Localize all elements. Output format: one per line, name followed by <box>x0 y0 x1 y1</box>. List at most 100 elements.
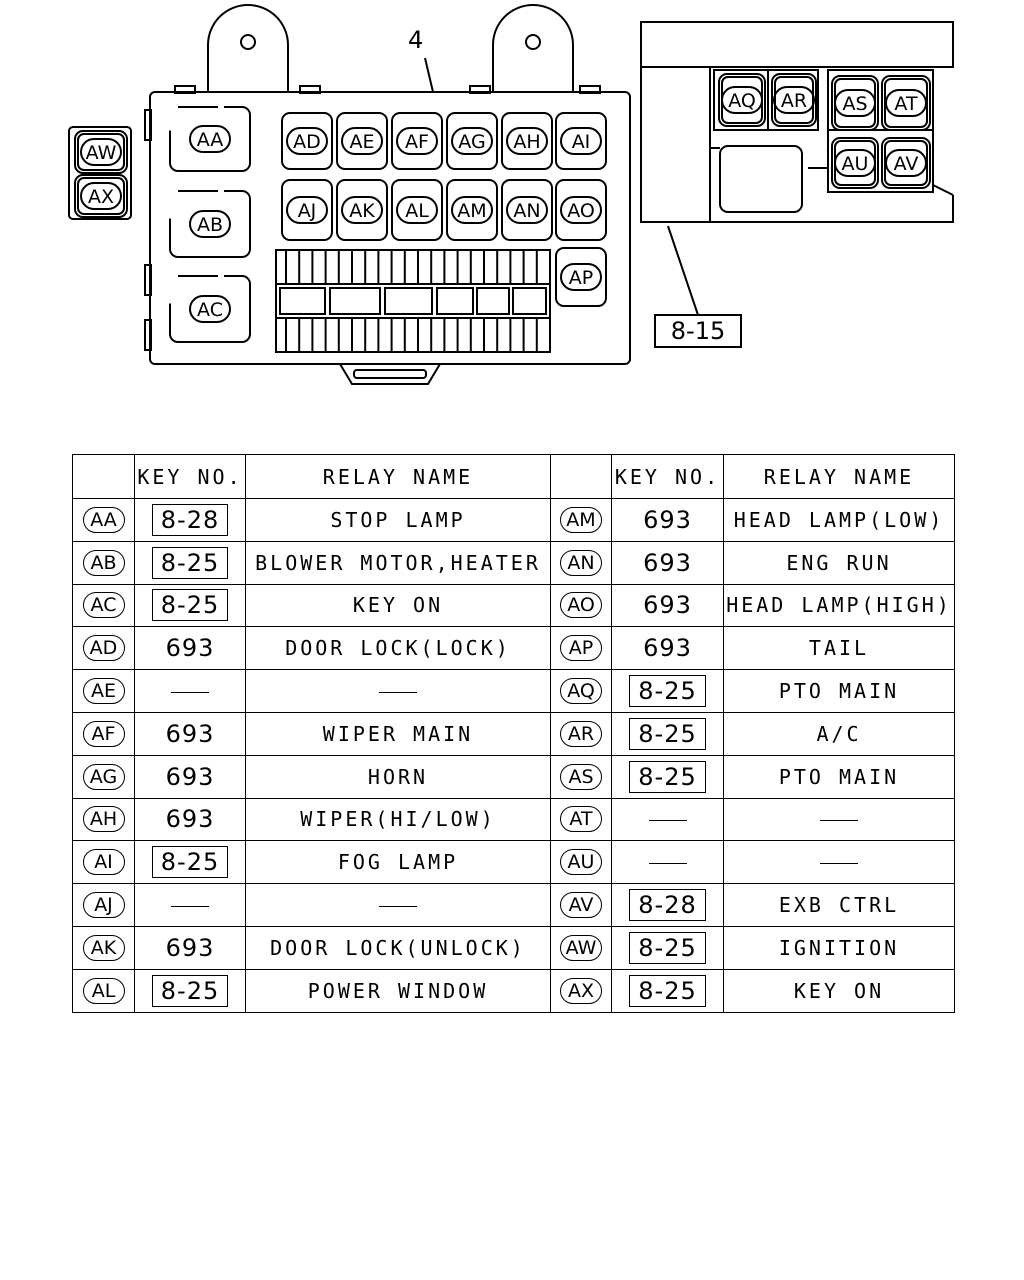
table-row: AJ AV 8-28 EXB CTRL <box>72 883 955 927</box>
relay-name-left: POWER WINDOW <box>245 968 551 1013</box>
mounting-ear-right <box>492 4 574 93</box>
relay-name-text: KEY ON <box>352 593 444 618</box>
key-number: 693 <box>165 634 215 663</box>
relay-slot-ap: AP <box>555 247 607 307</box>
relay-name-text: HEAD LAMP(LOW) <box>733 507 945 532</box>
relay-id-oval <box>773 86 815 114</box>
relay-id-label: AM <box>457 200 486 222</box>
relay-id-oval <box>834 149 876 177</box>
relay-name-left: DOOR LOCK(LOCK) <box>245 626 551 671</box>
relay-id-left: AA <box>72 498 135 542</box>
relay-id-oval <box>560 196 602 224</box>
relay-name-left: DOOR LOCK(UNLOCK) <box>245 925 551 970</box>
mounting-ear-left <box>207 4 289 93</box>
relay-id-right: AW <box>550 925 612 970</box>
fuse-block <box>275 249 551 353</box>
relay-slot-ak: AK <box>336 179 388 241</box>
key-number: 693 <box>165 933 215 962</box>
relay-id-label: AT <box>894 93 918 115</box>
relay-name-right: HEAD LAMP(LOW) <box>723 498 955 542</box>
key-no-left: 693 <box>134 626 246 671</box>
relay-name-right: PTO MAIN <box>723 754 955 799</box>
relay-name-left: WIPER MAIN <box>245 711 551 756</box>
relay-id-label: AO <box>567 200 595 222</box>
key-no-right: 693 <box>611 540 724 585</box>
key-ref-box: 8-25 <box>629 717 706 750</box>
relay-name-text: PTO MAIN <box>778 764 900 789</box>
relay-slot-as: AS <box>831 75 879 131</box>
relay-name-text: A/C <box>816 721 862 746</box>
relay-id-label: AJ <box>298 200 317 222</box>
relay-slot-am: AM <box>446 179 498 241</box>
relay-id-right: AR <box>550 711 612 756</box>
relay-id-left: AH <box>72 797 135 842</box>
relay-id-oval <box>286 196 328 224</box>
key-no-right: 8-25 <box>611 968 724 1013</box>
key-ref-box: 8-28 <box>629 889 706 922</box>
relay-name-text: BLOWER MOTOR,HEATER <box>255 550 541 575</box>
relay-slot-af: AF <box>391 112 443 170</box>
relay-id-oval <box>721 86 763 114</box>
relay-id-oval <box>189 125 231 153</box>
empty-dash <box>171 905 209 907</box>
relay-slot-ax: AX <box>74 174 128 218</box>
relay-id-left: AB <box>72 540 135 585</box>
relay-id-oval: AB <box>82 549 125 576</box>
relay-id-oval <box>80 182 122 210</box>
relay-name-text: HEAD LAMP(HIGH) <box>726 593 952 618</box>
relay-name-right <box>723 797 955 842</box>
relay-id-oval: AV <box>560 892 602 919</box>
relay-id-left: AF <box>72 711 135 756</box>
relay-id-oval <box>506 127 548 155</box>
relay-id-oval <box>885 149 927 177</box>
relay-id-oval <box>80 138 122 166</box>
relay-id-label: AK <box>349 200 375 222</box>
empty-dash <box>648 819 687 821</box>
relay-name-right: ENG RUN <box>723 540 955 585</box>
relay-id-left: AK <box>72 925 135 970</box>
empty-dash <box>648 862 687 864</box>
key-number: 693 <box>165 805 215 834</box>
header-key-no-left: KEY NO. <box>134 454 246 499</box>
key-ref-box: 8-25 <box>629 931 706 964</box>
key-number: 693 <box>643 505 692 534</box>
relay-id-label: AG <box>458 131 485 153</box>
key-ref-box: 8-25 <box>629 675 706 708</box>
relay-name-text: EXB CTRL <box>778 893 900 918</box>
relay-slot-au: AU <box>831 137 879 189</box>
relay-id-oval: AK <box>82 934 125 961</box>
key-no-left: 693 <box>134 711 246 756</box>
relay-slot-aj: AJ <box>281 179 333 241</box>
relay-id-oval: AF <box>82 720 125 747</box>
relay-id-label: AS <box>842 93 867 115</box>
relay-slot-ar: AR <box>771 73 817 127</box>
relay-id-label: AN <box>513 200 540 222</box>
relay-name-text: DOOR LOCK(UNLOCK) <box>270 935 526 960</box>
key-ref-box: 8-25 <box>629 760 706 793</box>
relay-slot-ab: AB <box>169 190 251 258</box>
relay-id-label: AI <box>572 131 591 153</box>
relay-id-oval <box>451 196 493 224</box>
key-number: 693 <box>643 591 692 620</box>
relay-name-left: WIPER(HI/LOW) <box>245 797 551 842</box>
relay-name-right: KEY ON <box>723 968 955 1013</box>
relay-id-oval: AQ <box>560 678 602 705</box>
empty-dash <box>820 819 858 821</box>
relay-slot-an: AN <box>501 179 553 241</box>
relay-id-label: AB <box>197 214 223 236</box>
key-no-left: 8-25 <box>134 968 246 1013</box>
relay-id-oval: AR <box>560 720 602 747</box>
relay-id-right: AS <box>550 754 612 799</box>
key-no-right <box>611 797 724 842</box>
key-number: 693 <box>165 762 215 791</box>
relay-id-oval: AJ <box>82 892 125 919</box>
relay-id-label: AQ <box>728 90 756 112</box>
